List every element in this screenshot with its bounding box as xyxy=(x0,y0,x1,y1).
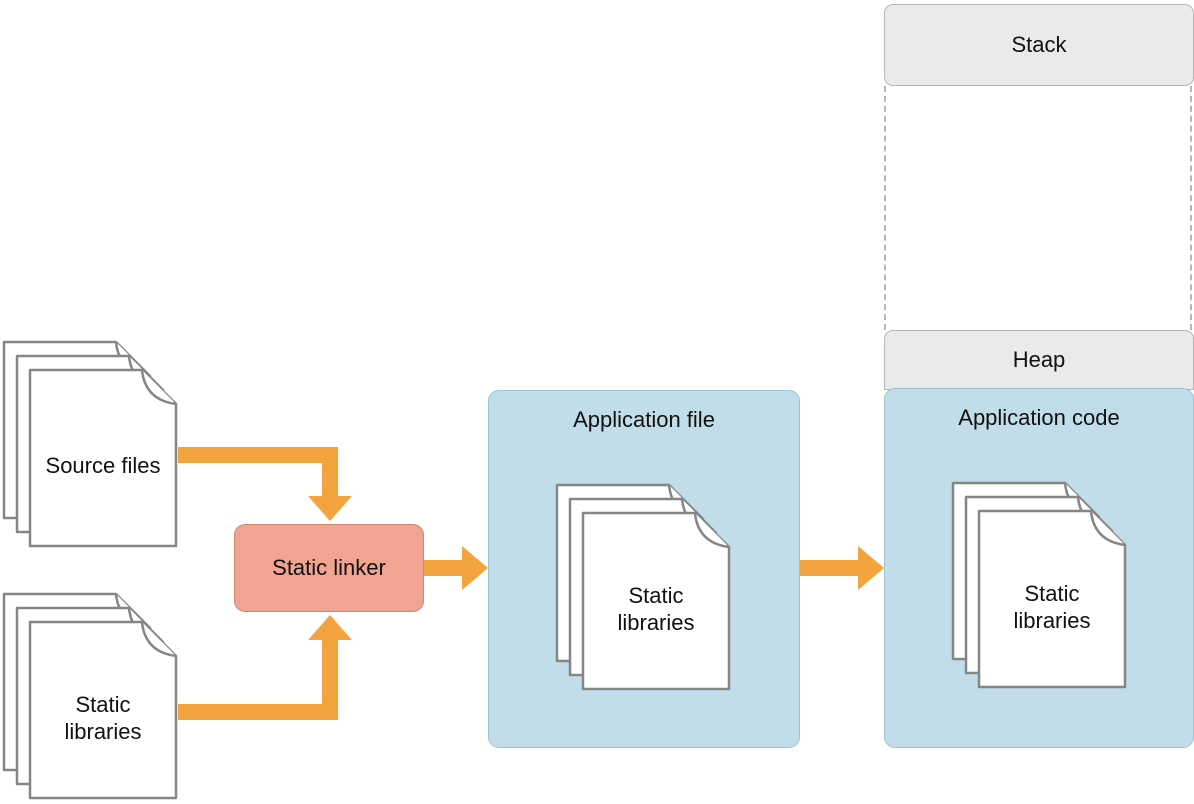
arrow-linker-to-application-file-icon xyxy=(424,546,488,590)
static-linker-box: Static linker xyxy=(234,524,424,612)
heap-region-label: Heap xyxy=(1012,347,1066,372)
static-libraries-label: Static libraries xyxy=(64,691,142,745)
stack-region-label: Stack xyxy=(1011,32,1067,57)
static-linker-label: Static linker xyxy=(272,555,386,580)
heap-region-box: Heap xyxy=(884,330,1194,390)
source-files-label: Source files xyxy=(45,453,161,479)
application-code-document-stack-icon: Static libraries xyxy=(951,481,1127,689)
application-code-doc-label: Static libraries xyxy=(1013,580,1091,634)
stack-region-box: Stack xyxy=(884,4,1194,86)
document-page-icon xyxy=(28,620,178,800)
memory-growth-dashed-line-right xyxy=(1190,86,1192,330)
application-file-doc-label: Static libraries xyxy=(617,582,695,636)
document-page-icon xyxy=(581,511,731,691)
arrow-source-files-to-linker-icon xyxy=(178,447,352,521)
application-file-title: Application file xyxy=(573,407,715,432)
arrow-static-libraries-to-linker-icon xyxy=(178,615,352,720)
static-libraries-document-stack-icon: Static libraries xyxy=(2,592,178,800)
arrow-application-file-to-application-code-icon xyxy=(800,546,884,590)
memory-growth-dashed-line-left xyxy=(884,86,886,330)
document-page-icon xyxy=(977,509,1127,689)
source-files-document-stack-icon: Source files xyxy=(2,340,178,548)
application-code-title: Application code xyxy=(958,405,1120,430)
application-file-document-stack-icon: Static libraries xyxy=(555,483,731,691)
application-file-box: Application file Static libraries xyxy=(488,390,800,748)
document-page-icon xyxy=(28,368,178,548)
application-code-box: Application code Static libraries xyxy=(884,388,1194,748)
